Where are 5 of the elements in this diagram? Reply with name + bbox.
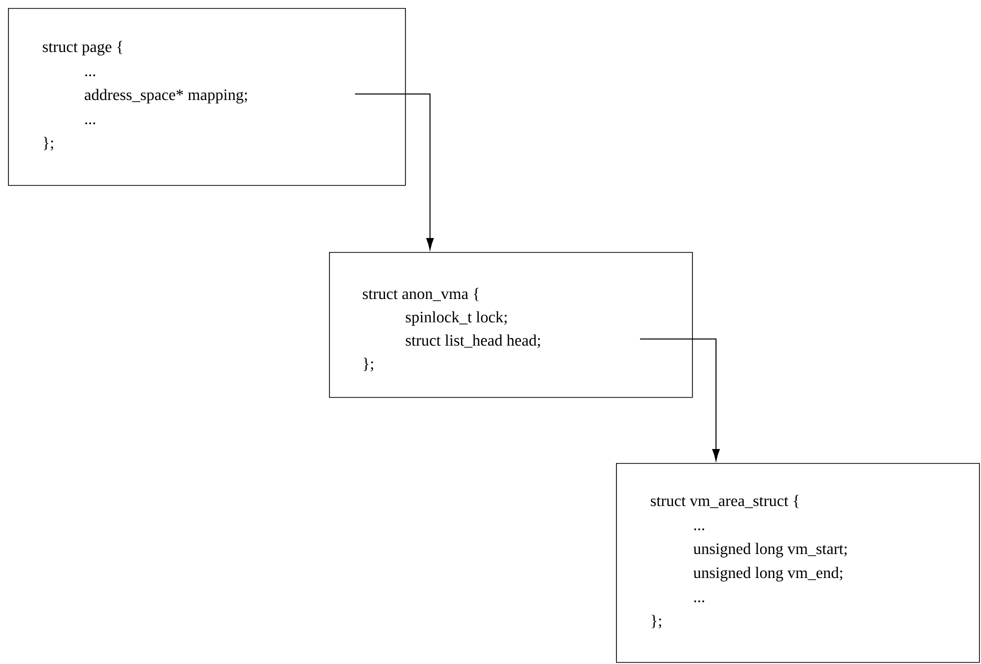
code-box: struct anon_vma { spinlock_t lock; struct list_head head; }; [329,252,693,398]
code-box: struct vm_area_struct { ... unsigned long vm_start; unsigned long vm_end; ... }; [616,463,980,663]
code-box: struct page { ... address_space* mapping; ... }; [8,8,406,186]
arrow [354,94,434,250]
arrow [640,338,720,461]
